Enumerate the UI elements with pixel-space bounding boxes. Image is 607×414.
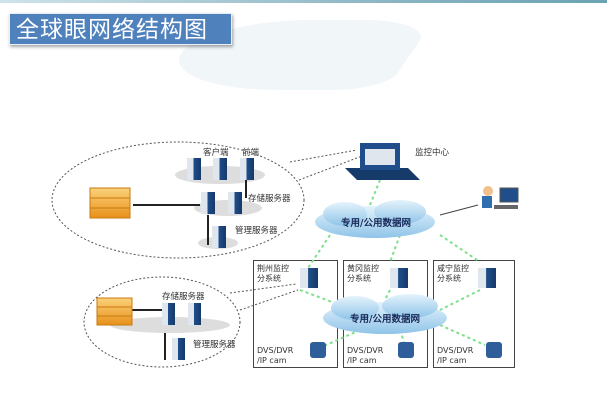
page-title: 全球眼网络结构图 [9,13,232,45]
subsystem-name: 咸宁监控分系统 [437,264,469,283]
label-front: 前端 [242,148,260,158]
user-link [439,204,479,216]
label-monitor-center: 监控中心 [415,148,450,158]
cloud-bottom [323,294,447,334]
bottom-cluster [83,276,299,368]
user-workstation-icon [482,186,519,209]
storage-array-icon [89,187,131,219]
subsystem-name: 黄冈监控分系统 [347,264,379,283]
server-icon [162,303,201,360]
label-storage-server: 存储服务器 [248,194,291,204]
cloud-bottom-label: 专用/公用数据网 [350,314,420,325]
top-cluster [51,141,363,259]
callout-line [289,149,363,181]
cloud-top [315,200,435,238]
label-client: 客户端 [203,148,229,158]
server-icon [187,158,254,248]
device-label: DVS/DVR/IP cam [257,346,294,365]
label-mgmt-server: 管理服务器 [235,226,278,236]
device-label: DVS/DVR/IP cam [347,346,384,365]
network-links [299,179,486,351]
subsystem-name: 荆州监控分系统 [257,264,289,283]
subsystem-server-icon [300,268,496,288]
camera-icon [310,342,502,358]
device-label: DVS/DVR/IP cam [437,346,474,365]
label-mgmt-server-2: 管理服务器 [193,340,236,350]
top-accent-bar [0,0,607,3]
label-storage-server-2: 存储服务器 [162,292,205,302]
cloud-top-label: 专用/公用数据网 [341,218,411,229]
storage-array-icon [96,297,133,326]
monitor-center-icon [345,143,420,180]
